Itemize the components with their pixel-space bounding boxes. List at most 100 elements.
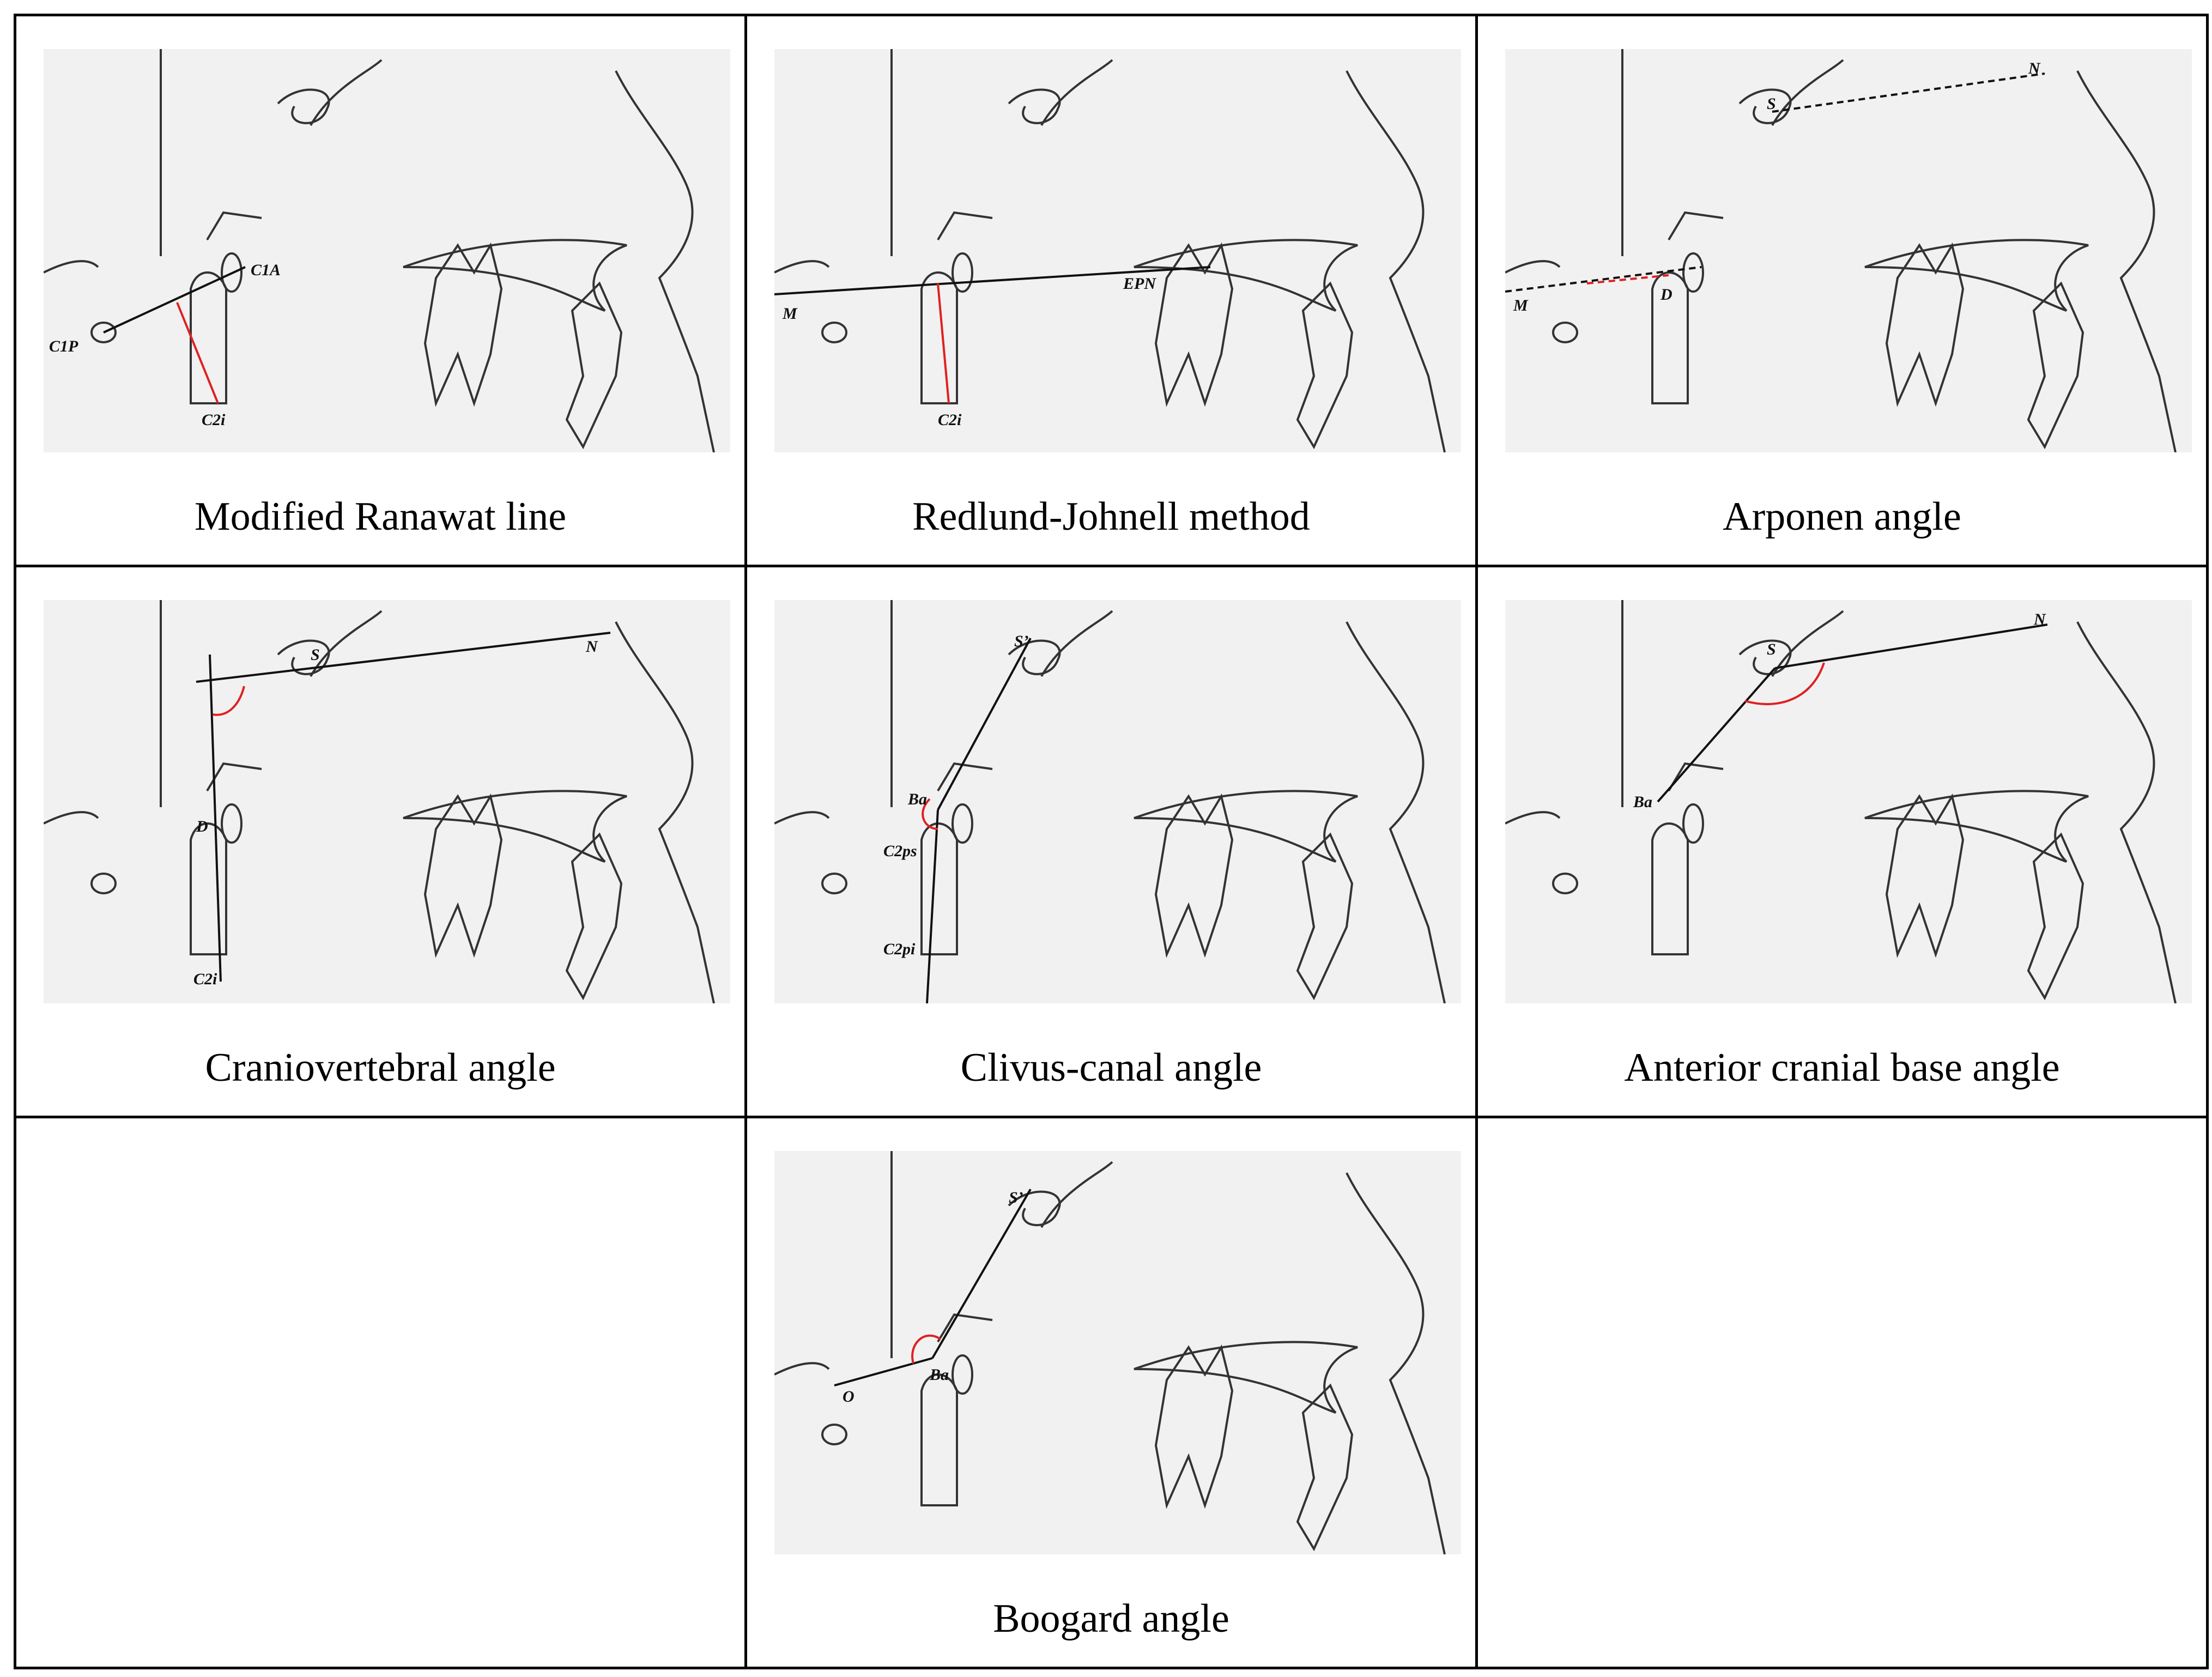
upper-molar bbox=[423, 242, 503, 407]
clinoid-shape bbox=[937, 1313, 993, 1343]
clinoid-shape bbox=[206, 211, 262, 241]
soft-tissue-profile bbox=[615, 70, 715, 452]
dens-c2-outline bbox=[190, 822, 227, 955]
label-ba: Ba bbox=[907, 790, 927, 808]
boogard-diagram: S’ Ba O bbox=[774, 1151, 1461, 1554]
xray-background bbox=[1505, 49, 2192, 452]
label-m: M bbox=[1513, 296, 1529, 314]
orbit-curve bbox=[1040, 1161, 1113, 1228]
cephalometric-sketch-ranawat: C1A C1P C2i bbox=[44, 49, 730, 452]
empty-cell bbox=[14, 1116, 747, 1669]
xray-background bbox=[44, 600, 730, 1003]
sn-line bbox=[1774, 623, 2048, 669]
sn-line bbox=[196, 632, 611, 683]
cephalometric-sketch-craniovertebral: S N D C2i bbox=[44, 600, 730, 1003]
panel-cell: S’ Ba C2ps C2pi Clivus-canal angle bbox=[744, 565, 1478, 1118]
dens-c2-outline bbox=[1651, 271, 1689, 404]
upper-molar bbox=[1154, 1344, 1234, 1509]
upper-molar bbox=[1885, 242, 1965, 407]
cranial-base-red-arc bbox=[1744, 662, 1825, 705]
sella-outline bbox=[277, 88, 330, 124]
soft-tissue-profile bbox=[1346, 1172, 1446, 1554]
panel-cell: S N M D Arponen angle bbox=[1475, 14, 2209, 567]
panel-caption: Boogard angle bbox=[993, 1596, 1229, 1641]
label-s: S bbox=[1767, 640, 1776, 658]
xray-background bbox=[1505, 600, 2192, 1003]
panel-caption: Modified Ranawat line bbox=[194, 494, 567, 539]
panel-cell: S N Ba Anterior cranial base angle bbox=[1475, 565, 2209, 1118]
clivus-canal-red-arc bbox=[922, 798, 938, 830]
label-s-prime: S’ bbox=[1009, 1189, 1023, 1207]
ranawat-red-measure bbox=[176, 302, 219, 404]
figure-grid: C1A C1P C2i Modified Ranawat line bbox=[14, 14, 2209, 1669]
label-c1a: C1A bbox=[251, 261, 281, 279]
cephalometric-sketch-anterior-cranial-base: S N Ba bbox=[1505, 600, 2192, 1003]
c1-anterior-arch bbox=[952, 1354, 973, 1395]
panel-cell: S’ Ba O Boogard angle bbox=[744, 1116, 1478, 1669]
dens-c2-outline bbox=[920, 1373, 958, 1506]
occipital-curve bbox=[774, 1362, 830, 1376]
anterior-cranial-base-diagram: S N Ba bbox=[1505, 600, 2192, 1003]
sn-dashed-line bbox=[1772, 72, 2045, 113]
lower-incisor bbox=[1296, 281, 1354, 450]
c1-posterior-arch bbox=[1552, 873, 1578, 894]
clinoid-shape bbox=[937, 762, 993, 792]
cephalometric-sketch-redlund: M EPN C2i bbox=[774, 49, 1461, 452]
occipital-curve bbox=[1505, 811, 1561, 825]
orbit-curve bbox=[1040, 59, 1113, 126]
upper-molar bbox=[1154, 793, 1234, 958]
ranawat-c1-line bbox=[103, 266, 246, 334]
label-c2ps: C2ps bbox=[883, 842, 917, 860]
label-n: N bbox=[2033, 610, 2046, 628]
label-c2i: C2i bbox=[202, 411, 226, 429]
lower-incisor bbox=[1296, 1383, 1354, 1552]
odontoid-line bbox=[209, 654, 222, 982]
empty-cell bbox=[1475, 1116, 2209, 1669]
maxilla-palate bbox=[1134, 1341, 1358, 1414]
label-d: D bbox=[1660, 286, 1672, 304]
label-epn: EPN bbox=[1123, 275, 1156, 293]
xray-background bbox=[44, 49, 730, 452]
clinoid-shape bbox=[1668, 211, 1724, 241]
occipital-curve bbox=[44, 811, 99, 825]
label-ba: Ba bbox=[1633, 793, 1652, 811]
arponen-red-dashed bbox=[1586, 274, 1669, 284]
soft-tissue-profile bbox=[2076, 621, 2177, 1003]
mcgregor-line bbox=[774, 266, 1211, 295]
label-s-prime: S’ bbox=[1014, 632, 1029, 650]
panel-caption: Redlund-Johnell method bbox=[912, 494, 1310, 539]
c1-posterior-arch bbox=[1552, 322, 1578, 343]
lower-incisor bbox=[1296, 832, 1354, 1001]
lower-incisor bbox=[2027, 281, 2084, 450]
posterior-c2-line bbox=[926, 809, 939, 1003]
lower-incisor bbox=[2027, 832, 2084, 1001]
label-d: D bbox=[196, 818, 208, 836]
ranawat-diagram: C1A C1P C2i bbox=[44, 49, 730, 452]
c1-anterior-arch bbox=[221, 252, 243, 293]
label-c2i: C2i bbox=[193, 970, 217, 988]
c1-posterior-arch bbox=[821, 873, 847, 894]
soft-tissue-profile bbox=[2076, 70, 2177, 452]
cephalometric-sketch-clivus-canal: S’ Ba C2ps C2pi bbox=[774, 600, 1461, 1003]
label-o: O bbox=[843, 1388, 855, 1406]
dens-c2-outline bbox=[1651, 822, 1689, 955]
soft-tissue-profile bbox=[615, 621, 715, 1003]
panel-caption: Craniovertebral angle bbox=[205, 1045, 556, 1090]
craniovertebral-red-arc bbox=[212, 686, 245, 716]
label-m: M bbox=[782, 305, 798, 323]
orbit-curve bbox=[1771, 610, 1844, 677]
redlund-diagram: M EPN C2i bbox=[774, 49, 1461, 452]
occipital-curve bbox=[774, 260, 830, 274]
clivus-line bbox=[931, 1188, 1032, 1359]
orbit-curve bbox=[310, 610, 383, 677]
maxilla-palate bbox=[1864, 790, 2089, 863]
label-s: S bbox=[1767, 95, 1776, 113]
c1-posterior-arch bbox=[90, 873, 117, 894]
label-c2i: C2i bbox=[938, 411, 962, 429]
mcgregor-dashed-line bbox=[1505, 266, 1702, 293]
upper-molar bbox=[423, 793, 503, 958]
sella-outline bbox=[1008, 88, 1061, 124]
upper-molar bbox=[1154, 242, 1234, 407]
xray-background bbox=[774, 1151, 1461, 1554]
dens-c2-outline bbox=[920, 822, 958, 955]
